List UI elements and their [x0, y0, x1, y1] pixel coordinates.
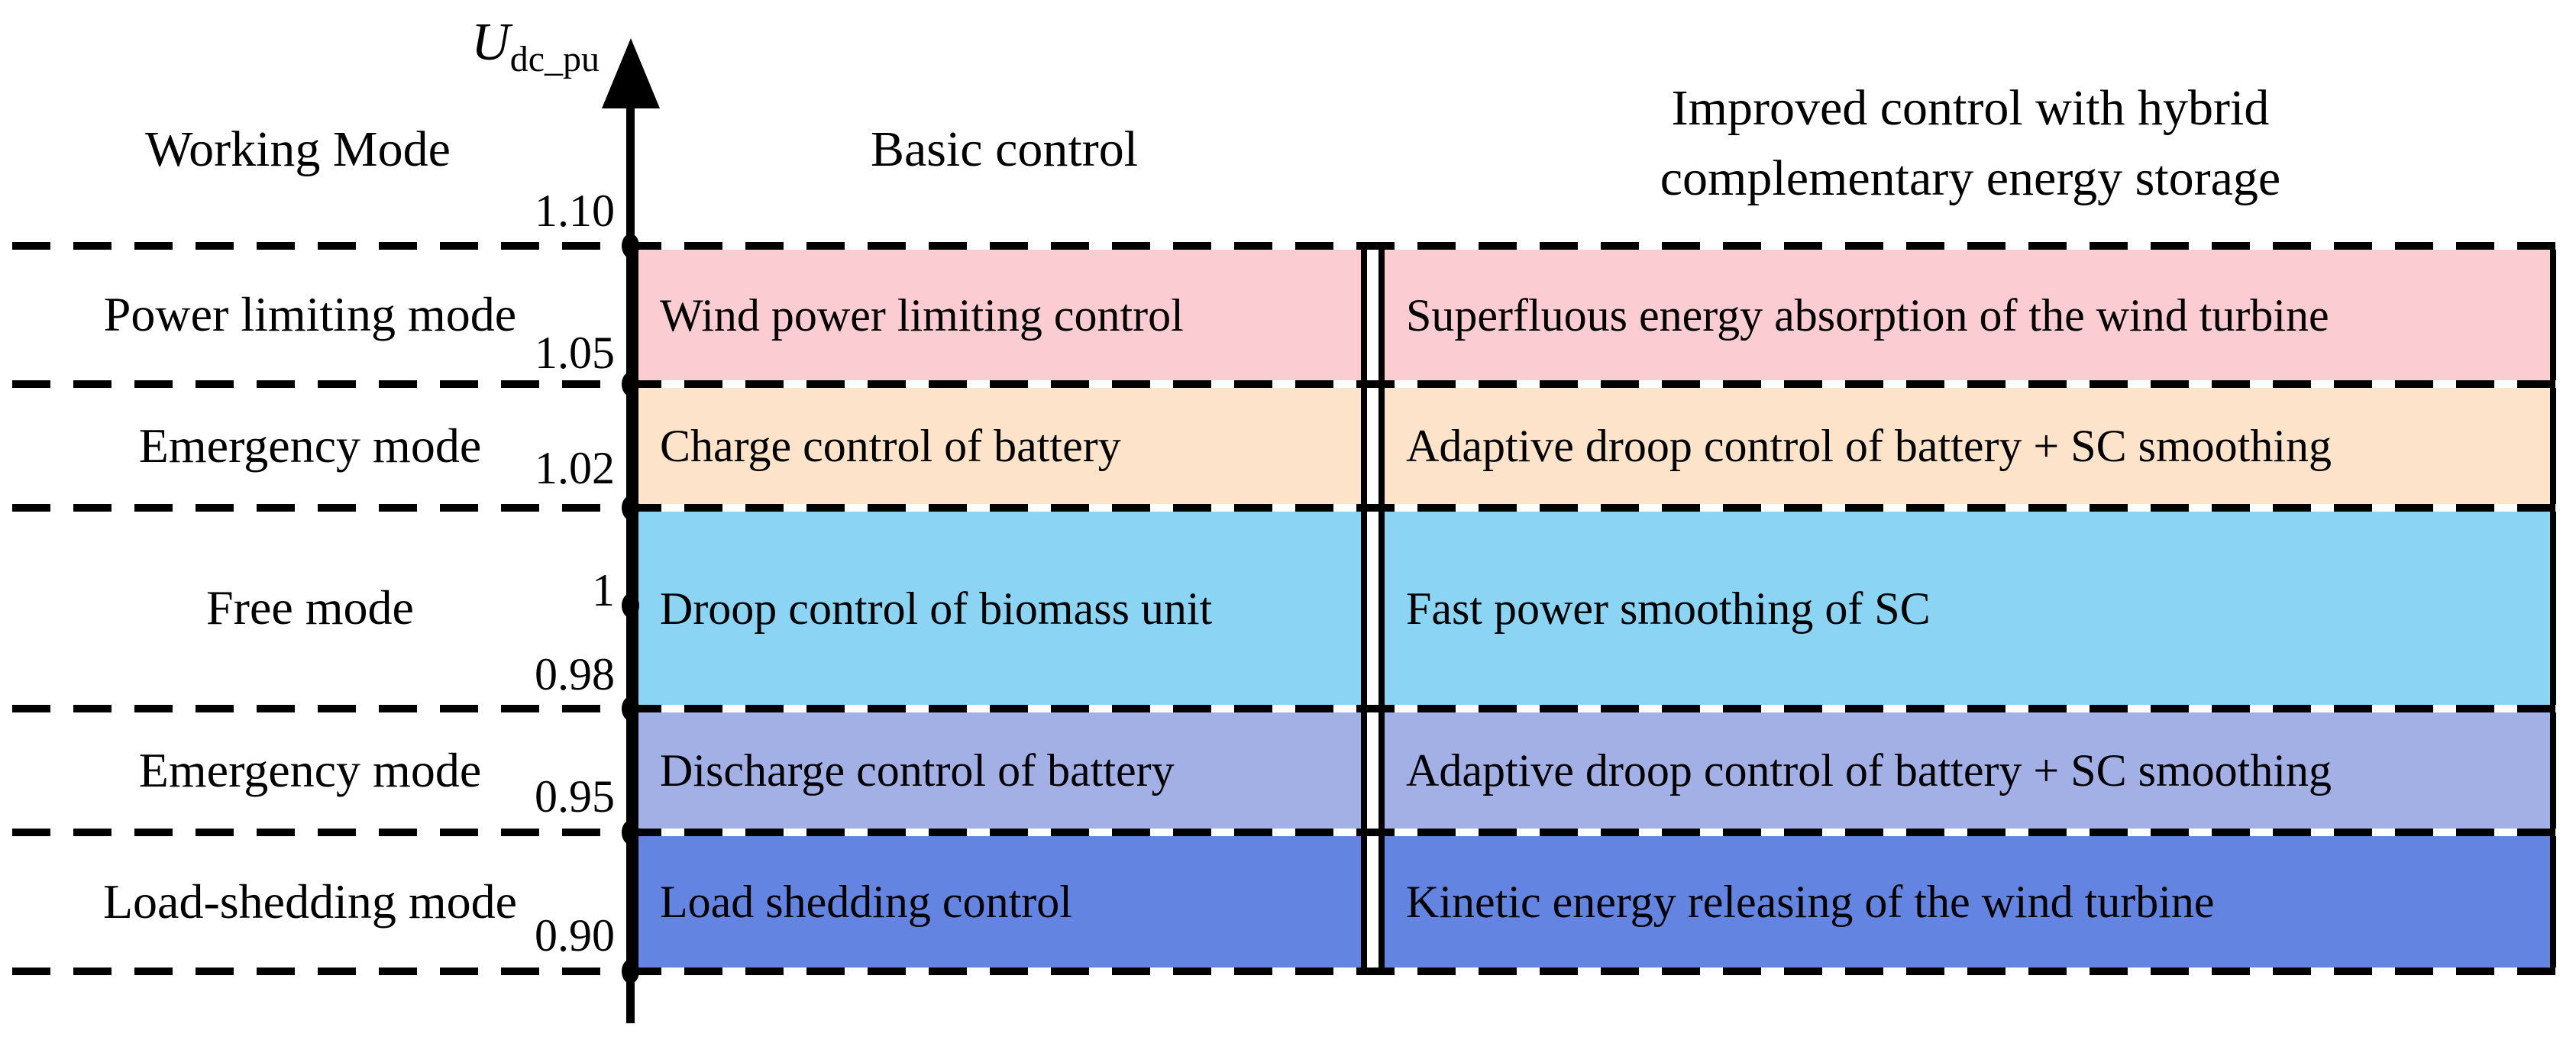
tick-label-0.95: 0.95	[535, 771, 615, 822]
axis-node-1.05	[622, 372, 639, 396]
tick-label-1.05: 1.05	[535, 328, 615, 378]
dashed-gridline-1.02	[12, 504, 2571, 512]
axis-node-0.98	[622, 696, 639, 721]
improved-cell-load-shedding: Kinetic energy releasing of the wind tur…	[1378, 829, 2556, 975]
axis-node-1.00	[622, 593, 639, 618]
dashed-gridline-0.98	[12, 705, 2571, 712]
improved-cell-text: Superfluous energy absorption of the win…	[1406, 289, 2329, 341]
tick-label-0.90: 0.90	[535, 910, 615, 961]
improved-cell-free-mode: Fast power smoothing of SC	[1378, 504, 2556, 712]
basic-cell-power-limiting: Wind power limiting control	[632, 242, 1367, 388]
tick-label-1.10: 1.10	[535, 186, 615, 236]
mode-label-free: Free mode	[206, 580, 414, 635]
tick-label-0.98: 0.98	[535, 649, 615, 699]
dashed-gridline-0.95	[12, 829, 2571, 836]
y-axis-subscript: dc_pu	[509, 39, 600, 79]
axis-node-0.90	[622, 959, 639, 984]
improved-cell-emergency-lower: Adaptive droop control of battery + SC s…	[1378, 705, 2556, 836]
mode-label-emergency-lower: Emergency mode	[138, 743, 482, 797]
dashed-gridline-1.05	[12, 380, 2571, 388]
improved-cell-text: Kinetic energy releasing of the wind tur…	[1406, 877, 2215, 927]
y-axis-line	[626, 88, 635, 1023]
improved-cell-text: Fast power smoothing of SC	[1406, 583, 1931, 634]
axis-node-1.10	[622, 234, 639, 258]
mode-label-power-limiting: Power limiting mode	[103, 287, 517, 341]
basic-cell-text: Load shedding control	[660, 877, 1072, 927]
improved-cell-text: Adaptive droop control of battery + SC s…	[1406, 745, 2332, 796]
axis-node-0.95	[622, 820, 639, 845]
basic-cell-text: Droop control of biomass unit	[660, 583, 1213, 634]
basic-cell-emergency-upper: Charge control of battery	[632, 380, 1367, 512]
tick-label-1.02: 1.02	[535, 443, 615, 493]
dashed-gridline-1.10	[12, 242, 2571, 250]
dashed-gridline-0.90	[12, 968, 2571, 975]
column-header-basic-control: Basic control	[870, 121, 1139, 177]
improved-cell-text: Adaptive droop control of battery + SC s…	[1406, 421, 2332, 471]
basic-cell-text: Wind power limiting control	[660, 289, 1184, 341]
tick-label-1: 1	[592, 565, 615, 615]
improved-header-line1: Improved control with hybrid	[1671, 80, 2270, 136]
improved-header-line2: complementary energy storage	[1660, 150, 2281, 206]
basic-cell-load-shedding: Load shedding control	[632, 829, 1367, 975]
mode-label-emergency-upper: Emergency mode	[138, 418, 482, 473]
y-axis-symbol: U	[471, 13, 510, 72]
improved-cell-power-limiting: Superfluous energy absorption of the win…	[1378, 242, 2556, 388]
axis-node-1.02	[622, 496, 639, 520]
column-header-improved-control: Improved control with hybrid complementa…	[1436, 73, 2505, 214]
basic-cell-text: Charge control of battery	[660, 421, 1121, 471]
basic-cell-text: Discharge control of battery	[660, 745, 1175, 796]
basic-cell-free-mode: Droop control of biomass unit	[632, 504, 1367, 712]
column-header-working-mode: Working Mode	[145, 121, 451, 177]
improved-cell-emergency-upper: Adaptive droop control of battery + SC s…	[1378, 380, 2556, 512]
mode-label-load-shedding: Load-shedding mode	[102, 874, 518, 929]
y-axis-label: Udc_pu	[347, 11, 600, 78]
basic-cell-emergency-lower: Discharge control of battery	[632, 705, 1367, 836]
